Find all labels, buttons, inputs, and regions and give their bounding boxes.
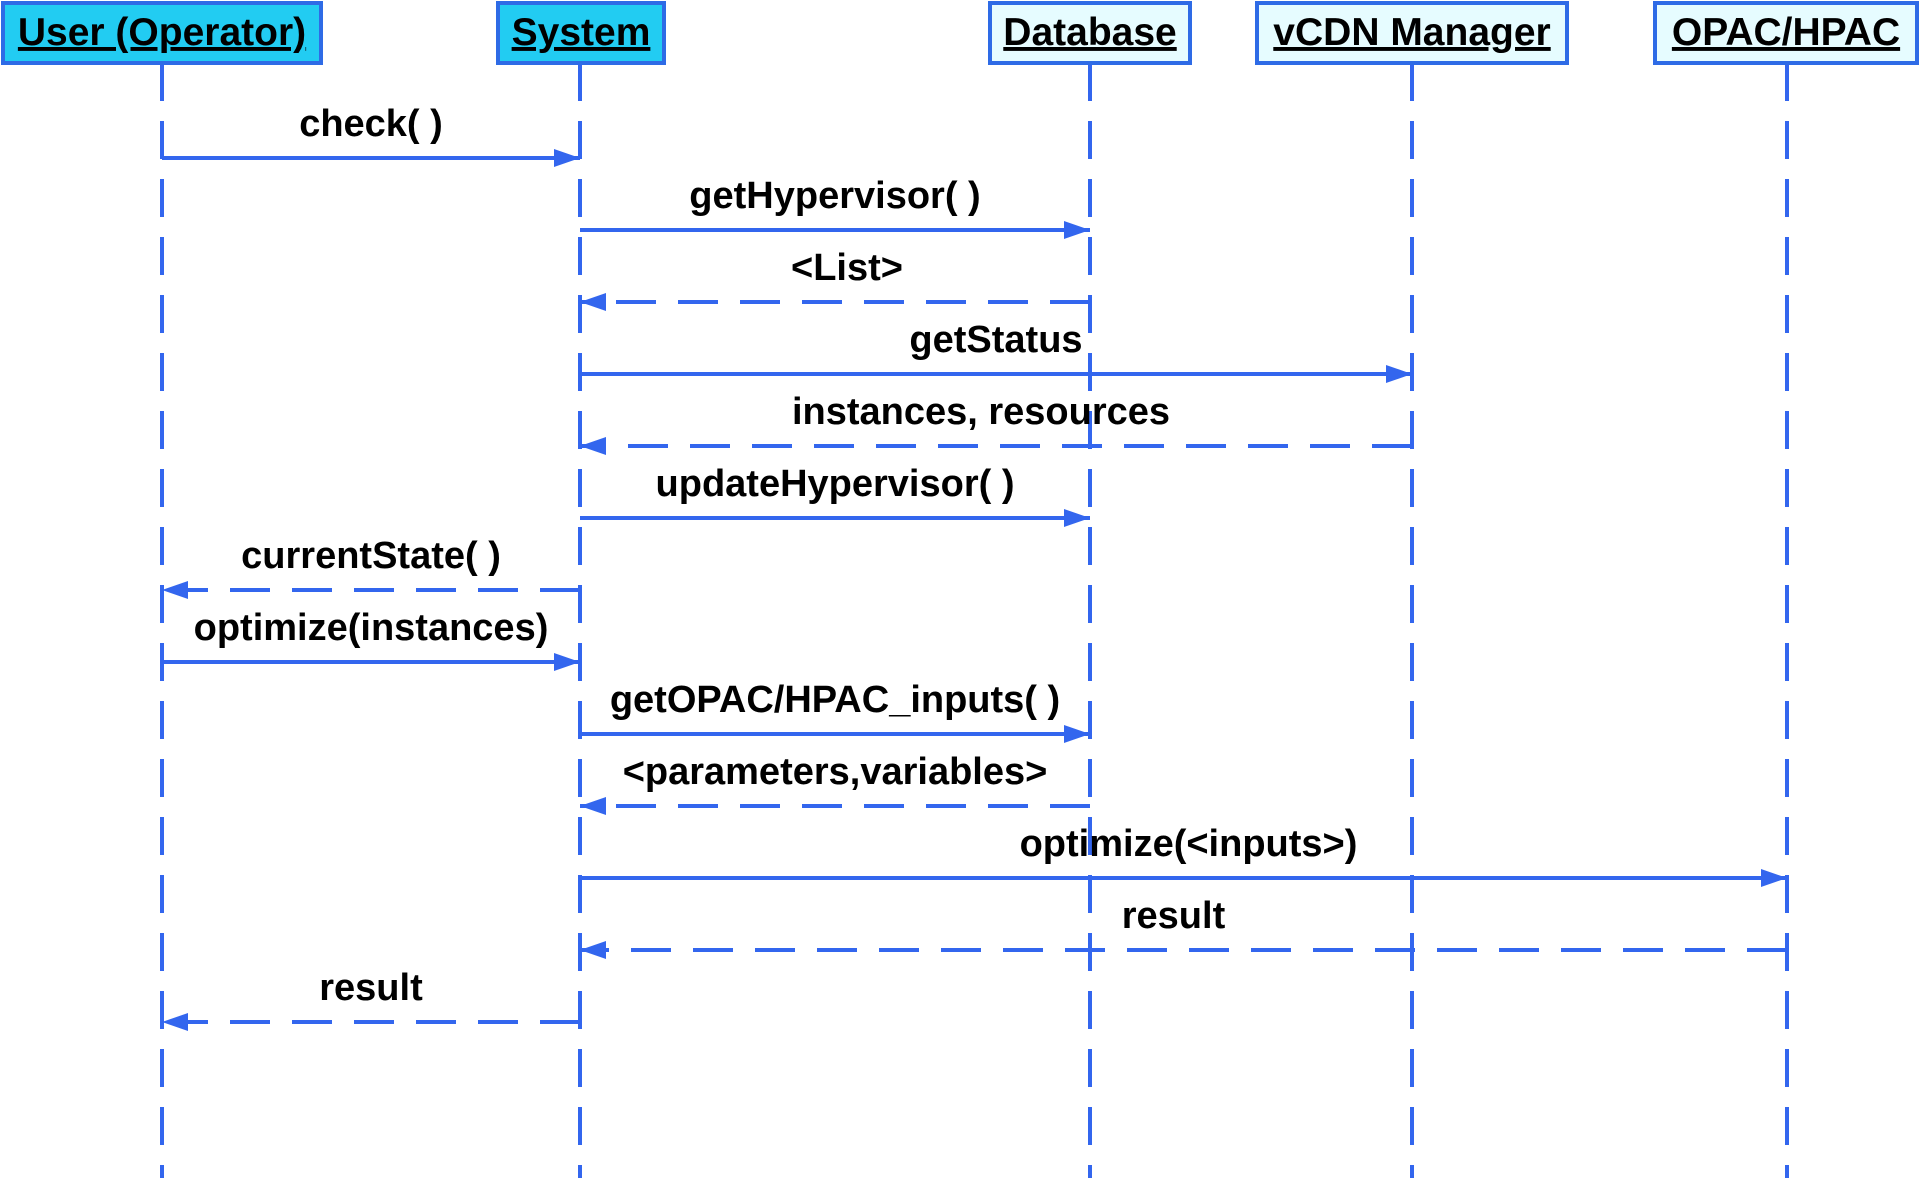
participant-label: vCDN Manager <box>1273 11 1550 54</box>
participant-box <box>1653 1 1919 65</box>
message-label: <List> <box>791 247 903 289</box>
message: optimize(instances) <box>162 607 580 671</box>
lifelines <box>160 63 1789 1178</box>
message: instances, resources <box>580 391 1412 455</box>
participant-label: Database <box>1003 11 1176 54</box>
participant-label: User (Operator) <box>18 11 306 54</box>
message-label: currentState( ) <box>241 535 501 577</box>
message-label: optimize(<inputs>) <box>1020 823 1358 865</box>
message: result <box>580 895 1787 959</box>
message: <List> <box>580 247 1090 311</box>
message: check( ) <box>162 103 580 167</box>
message-label: result <box>1122 895 1226 937</box>
message: getOPAC/HPAC_inputs( ) <box>580 679 1090 743</box>
message-label: getStatus <box>909 319 1082 361</box>
message-label: updateHypervisor( ) <box>656 463 1015 505</box>
message-label: instances, resources <box>792 391 1170 433</box>
participant-box <box>1 1 323 65</box>
participant-opac: OPAC/HPAC <box>1653 1 1919 65</box>
message: optimize(<inputs>) <box>580 823 1787 887</box>
message: result <box>162 967 580 1031</box>
message-label: optimize(instances) <box>194 607 549 649</box>
message-label: getOPAC/HPAC_inputs( ) <box>610 679 1060 721</box>
participant-system: System <box>496 1 666 65</box>
participant-label: System <box>512 11 651 54</box>
participant-box <box>496 1 666 65</box>
participant-box <box>988 1 1192 65</box>
message: getHypervisor( ) <box>580 175 1090 239</box>
message-label: result <box>319 967 423 1009</box>
message: getStatus <box>580 319 1412 383</box>
message-label: check( ) <box>299 103 443 145</box>
message: updateHypervisor( ) <box>580 463 1090 527</box>
participants: User (Operator) System Database vCDN Manage… <box>1 1 1919 65</box>
participant-vcdn: vCDN Manager <box>1255 1 1569 65</box>
participant-user: User (Operator) <box>1 1 323 65</box>
participant-database: Database <box>988 1 1192 65</box>
message-label: getHypervisor( ) <box>689 175 980 217</box>
messages: check( ) getHypervisor( ) <List>getStatus i… <box>162 103 1787 1031</box>
message: <parameters,variables> <box>580 751 1090 815</box>
message-label: <parameters,variables> <box>623 751 1048 793</box>
participant-label: OPAC/HPAC <box>1672 11 1900 54</box>
message: currentState( ) <box>162 535 580 599</box>
participant-box <box>1255 1 1569 65</box>
